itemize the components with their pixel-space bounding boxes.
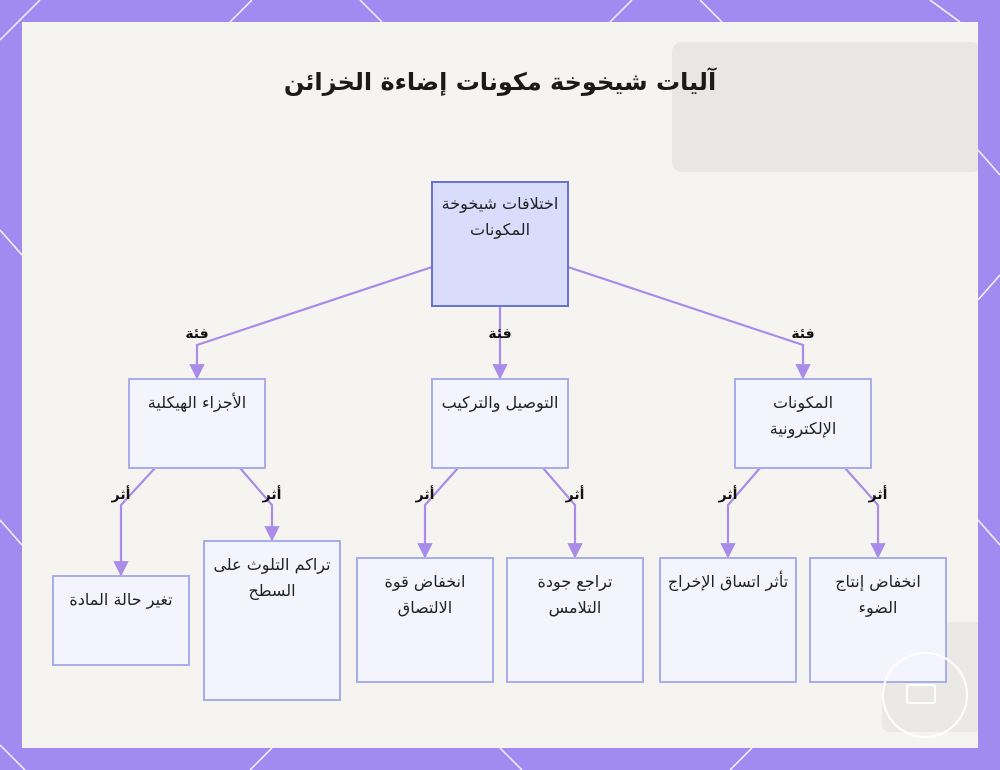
node-electronic-components: المكونات الإلكترونية — [734, 378, 872, 469]
edge-label-effect-1: أثر — [111, 487, 131, 503]
edge-connection-adhesion — [417, 467, 459, 559]
edge-label-effect-5: أثر — [718, 487, 738, 503]
diagram-title: آليات شيخوخة مكونات إضاءة الخزائن — [283, 68, 717, 96]
edge-connection-contact — [542, 467, 583, 559]
node-surface-contamination-label: تراكم التلوث على السطح — [213, 555, 331, 600]
edge-electronic-output — [720, 467, 761, 559]
node-root-label: اختلافات شيخوخة المكونات — [441, 194, 559, 239]
node-adhesion-decrease: انخفاض قوة الالتصاق — [356, 557, 494, 683]
edge-root-structural — [189, 265, 433, 380]
node-contact-quality-label: تراجع جودة التلامس — [537, 572, 613, 617]
edge-label-effect-3: أثر — [415, 487, 435, 503]
node-adhesion-decrease-label: انخفاض قوة الالتصاق — [384, 572, 466, 617]
node-root: اختلافات شيخوخة المكونات — [431, 181, 569, 307]
edge-label-category-center: فئة — [488, 326, 512, 342]
node-connection-installation-label: التوصيل والتركيب — [441, 393, 559, 412]
edge-label-category-left: فئة — [185, 326, 209, 342]
edge-electronic-light — [844, 467, 886, 559]
node-output-consistency-label: تأثر اتساق الإخراج — [667, 572, 789, 591]
node-material-change: تغير حالة المادة — [52, 575, 190, 666]
node-contact-quality: تراجع جودة التلامس — [506, 557, 644, 683]
node-structural-parts-label: الأجزاء الهيكلية — [147, 393, 247, 412]
node-connection-installation: التوصيل والتركيب — [431, 378, 569, 469]
node-structural-parts: الأجزاء الهيكلية — [128, 378, 266, 469]
edge-structural-contamination — [239, 467, 280, 542]
edge-label-category-right: فئة — [791, 326, 815, 342]
edge-label-effect-6: أثر — [868, 487, 888, 503]
edge-structural-material — [113, 467, 156, 577]
edge-root-electronic — [567, 265, 811, 380]
node-surface-contamination: تراكم التلوث على السطح — [203, 540, 341, 701]
node-material-change-label: تغير حالة المادة — [69, 590, 173, 609]
edge-label-effect-4: أثر — [565, 487, 585, 503]
node-output-consistency: تأثر اتساق الإخراج — [659, 557, 797, 683]
node-electronic-components-label: المكونات الإلكترونية — [769, 393, 837, 438]
watermark-logo-icon — [906, 684, 936, 704]
watermark-logo — [882, 652, 968, 738]
edge-label-effect-2: أثر — [262, 487, 282, 503]
node-light-output-label: انخفاض إنتاج الضوء — [835, 572, 921, 617]
